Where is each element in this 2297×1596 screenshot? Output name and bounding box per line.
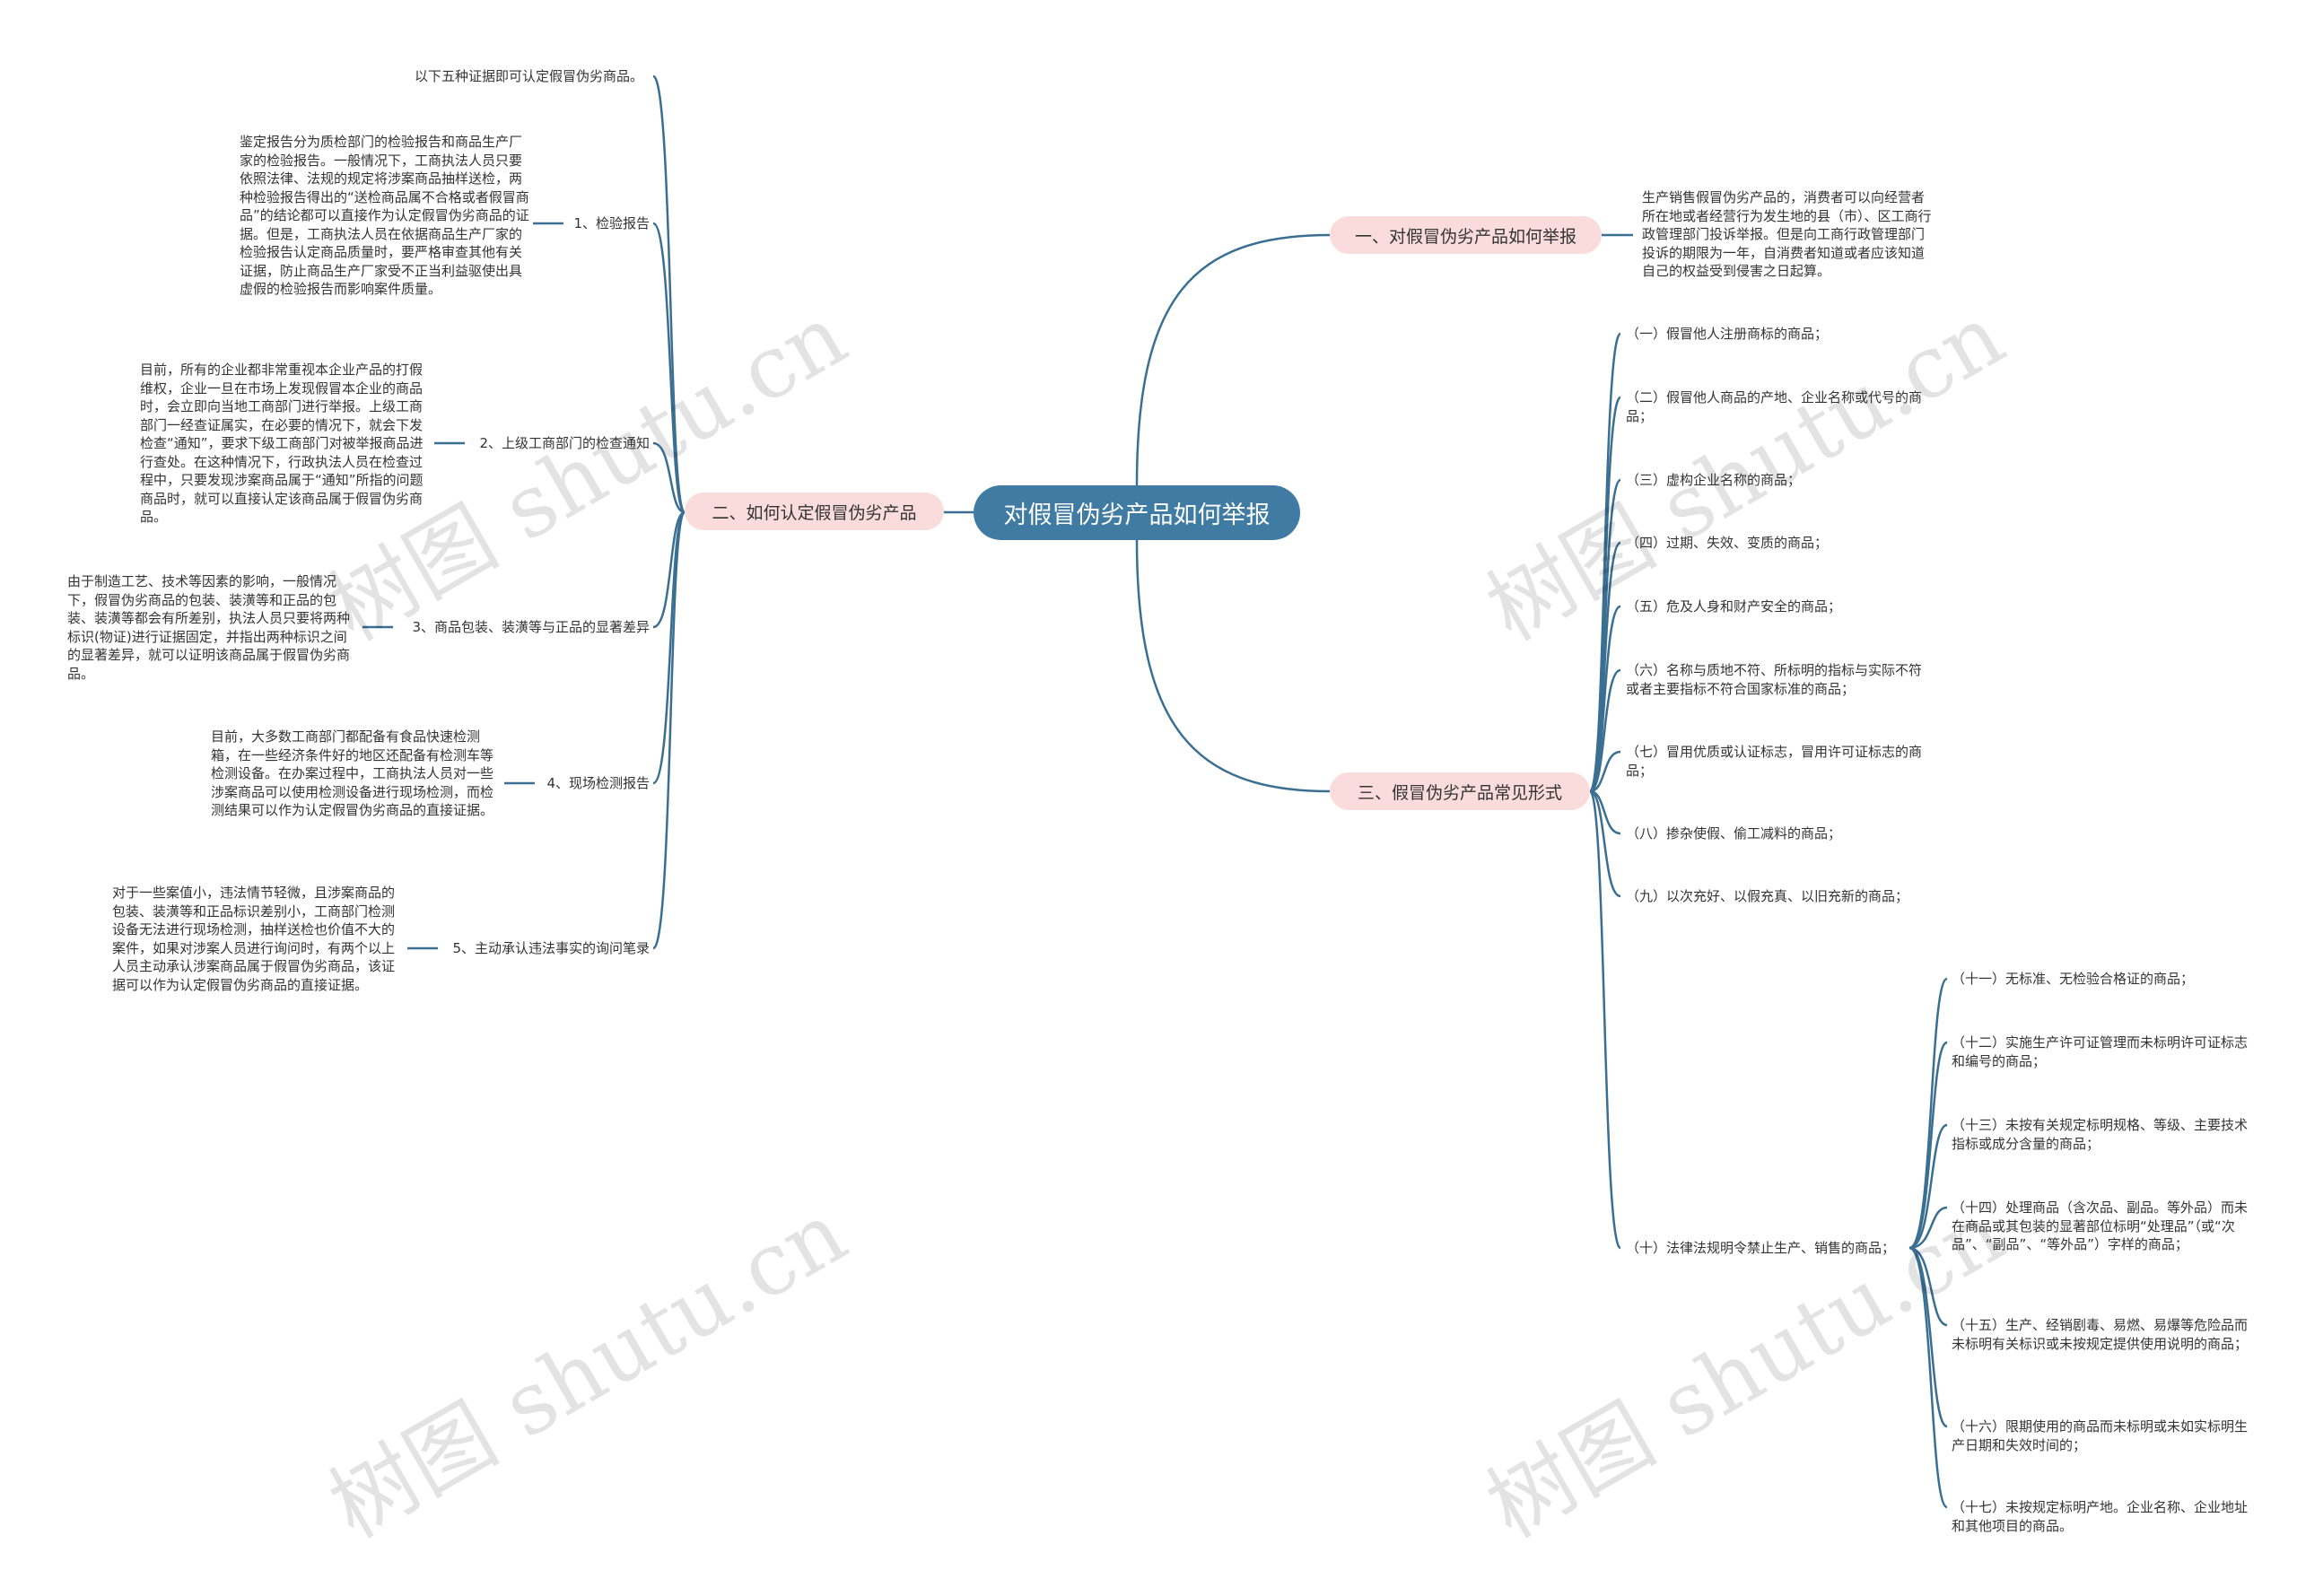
connector-form-subitem — [1908, 977, 1949, 1250]
branch-how-to-report[interactable]: 一、对假冒伪劣产品如何举报 — [1330, 216, 1602, 254]
form-item-10[interactable]: （十）法律法规明令禁止生产、销售的商品； — [1626, 1240, 1896, 1256]
connector-evidence-item — [651, 74, 686, 514]
connector-form-subitem — [1908, 1123, 1948, 1250]
connector-form-subitem — [1908, 1041, 1948, 1250]
form-item-8[interactable]: （八）掺杂使假、偷工减料的商品； — [1626, 825, 1842, 842]
evidence-item-1[interactable]: 1、检验报告 — [573, 215, 650, 231]
form-subitem-13[interactable]: （十三）未按有关规定标明规格、等级、主要技术指标或成分含量的商品； — [1952, 1117, 2249, 1152]
connector-form-subitem — [1908, 1246, 1948, 1327]
evidence-desc-2: 目前，所有的企业都非常重视本企业产品的打假维权，企业一旦在市场上发现假冒本企业的… — [140, 362, 424, 525]
form-item-1[interactable]: （一）假冒他人注册商标的商品； — [1626, 326, 1829, 342]
form-subitem-14[interactable]: （十四）处理商品（含次品、副品。等外品）而未在商品或其包装的显著部位标明“处理品… — [1952, 1199, 2249, 1252]
connector-form-item — [1589, 750, 1621, 793]
connector-form-subitem — [1908, 1246, 1949, 1509]
form-item-4[interactable]: （四）过期、失效、变质的商品； — [1626, 535, 1829, 551]
form-item-6[interactable]: （六）名称与质地不符、所标明的指标与实际不符或者主要指标不符合国家标准的商品； — [1626, 662, 1923, 697]
report-description: 生产销售假冒伪劣产品的，消费者可以向经营者所在地或者经营行为发生地的县（市）、区… — [1642, 189, 1932, 279]
form-item-2[interactable]: （二）假冒他人商品的产地、企业名称或代号的商品； — [1626, 389, 1923, 424]
branch-common-forms[interactable]: 三、假冒伪劣产品常见形式 — [1330, 772, 1590, 810]
connector-form-item — [1589, 789, 1621, 898]
central-topic[interactable]: 对假冒伪劣产品如何举报 — [974, 485, 1300, 540]
connector-form-item — [1589, 668, 1621, 793]
form-subitem-16[interactable]: （十六）限期使用的商品而未标明或未如实标明生产日期和失效时间的； — [1952, 1418, 2249, 1453]
form-subitem-12[interactable]: （十二）实施生产许可证管理而未标明许可证标志和编号的商品； — [1952, 1034, 2249, 1069]
connector-form-subitem — [1908, 1246, 1948, 1428]
connector-form-subitem — [1908, 1206, 1948, 1250]
form-subitem-17[interactable]: （十七）未按规定标明产地。企业名称、企业地址和其他项目的商品。 — [1952, 1499, 2249, 1534]
evidence-desc-3: 由于制造工艺、技术等因素的影响，一般情况下，假冒伪劣商品的包装、装潢等和正品的包… — [67, 573, 351, 682]
evidence-item-2[interactable]: 2、上级工商部门的检查通知 — [479, 435, 650, 451]
evidence-desc-5: 对于一些案值小，违法情节轻微，且涉案商品的包装、装潢等和正品标识差别小，工商部门… — [112, 885, 396, 993]
evidence-item-3[interactable]: 3、商品包装、装潢等与正品的显著差异 — [412, 619, 650, 635]
form-subitem-15[interactable]: （十五）生产、经销剧毒、易燃、易爆等危险品而未标明有关标识或未按规定提供使用说明… — [1952, 1317, 2249, 1352]
connector-evidence-item — [652, 222, 686, 514]
evidence-item-5[interactable]: 5、主动承认违法事实的询问笔录 — [452, 940, 650, 956]
connector-evidence-item — [651, 510, 686, 950]
form-item-3[interactable]: （三）虚构企业名称的商品； — [1626, 472, 1802, 488]
connector-center-branch3 — [1135, 539, 1331, 793]
form-item-9[interactable]: （九）以次充好、以假充真、以旧充新的商品； — [1626, 888, 1909, 904]
branch-how-to-identify[interactable]: 二、如何认定假冒伪劣产品 — [685, 493, 944, 530]
evidence-item-4[interactable]: 4、现场检测报告 — [546, 775, 650, 791]
connector-evidence-item — [652, 441, 686, 514]
form-subitem-11[interactable]: （十一）无标准、无检验合格证的商品； — [1952, 971, 2195, 987]
connector-evidence-item — [652, 510, 686, 629]
connector-center-branch1 — [1135, 233, 1331, 486]
form-item-7[interactable]: （七）冒用优质或认证标志，冒用许可证标志的商品； — [1626, 744, 1923, 779]
connector-form-item — [1588, 789, 1622, 1250]
connector-form-item — [1589, 789, 1621, 835]
form-item-5[interactable]: （五）危及人身和财产安全的商品； — [1626, 598, 1842, 615]
identify-intro[interactable]: 以下五种证据即可认定假冒伪劣商品。 — [414, 68, 643, 84]
evidence-desc-4: 目前，大多数工商部门都配备有食品快速检测箱，在一些经济条件好的地区还配备有检测车… — [211, 728, 494, 818]
evidence-desc-1: 鉴定报告分为质检部门的检验报告和商品生产厂家的检验报告。一般情况下，工商执法人员… — [240, 134, 529, 297]
